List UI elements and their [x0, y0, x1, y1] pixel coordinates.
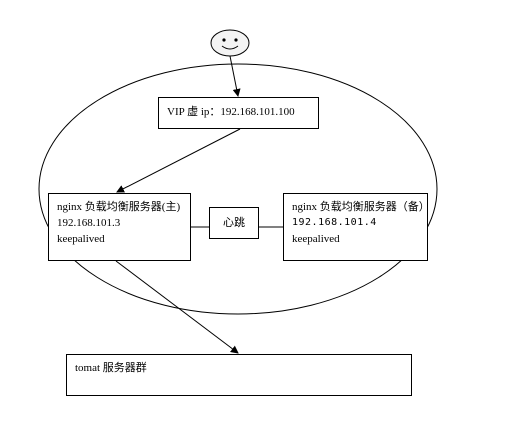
nginx-backup-ip: 192.168.101.4: [292, 217, 377, 228]
tomcat-cluster-label: tomat 服务器群: [75, 362, 147, 374]
nginx-master-box: nginx 负载均衡服务器(主) 192.168.101.3 keepalive…: [48, 193, 191, 261]
tomcat-cluster-box: tomat 服务器群: [66, 354, 412, 396]
nginx-backup-title: nginx 负载均衡服务器（备）: [292, 201, 430, 213]
arrow-user-to-vip: [229, 55, 241, 97]
arrow-vip-to-master: [116, 128, 241, 193]
nginx-master-ip: 192.168.101.3: [57, 217, 121, 229]
smiley-face-icon: [210, 29, 250, 57]
vip-box: VIP 虚 ip：192.168.101.100: [158, 97, 319, 129]
nginx-master-service: keepalived: [57, 233, 105, 245]
cluster-ellipse: [38, 63, 438, 315]
heartbeat-label: 心跳: [223, 217, 245, 229]
heartbeat-box: 心跳: [209, 207, 259, 239]
nginx-backup-service: keepalived: [292, 233, 340, 245]
nginx-master-title: nginx 负载均衡服务器(主): [57, 201, 181, 213]
arrow-master-to-tomcat: [115, 260, 239, 354]
nginx-backup-box: nginx 负载均衡服务器（备） 192.168.101.4 keepalive…: [283, 193, 430, 261]
vip-label: VIP 虚 ip：192.168.101.100: [167, 106, 295, 118]
